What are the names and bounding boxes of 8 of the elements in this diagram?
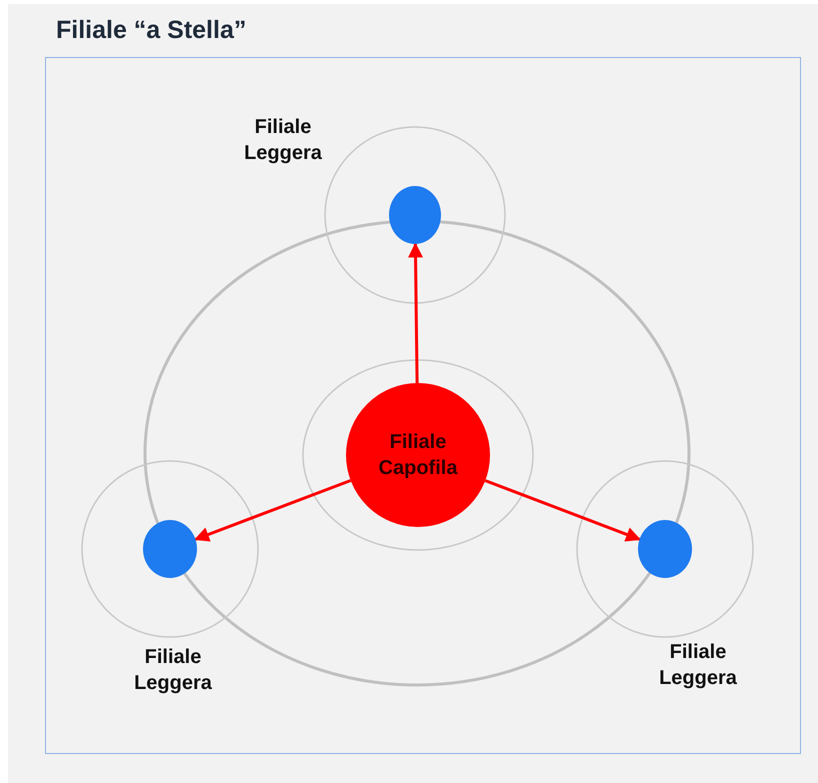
arrow xyxy=(194,479,352,542)
node-caption: Filiale Leggera xyxy=(133,645,213,696)
diagram-title: Filiale “a Stella” xyxy=(56,16,246,45)
node-caption: Filiale Leggera xyxy=(243,115,323,166)
arrow xyxy=(408,242,424,384)
node-caption: Filiale Leggera xyxy=(658,640,738,691)
arrow xyxy=(484,479,641,542)
node-label: Filiale Capofila xyxy=(378,430,459,481)
